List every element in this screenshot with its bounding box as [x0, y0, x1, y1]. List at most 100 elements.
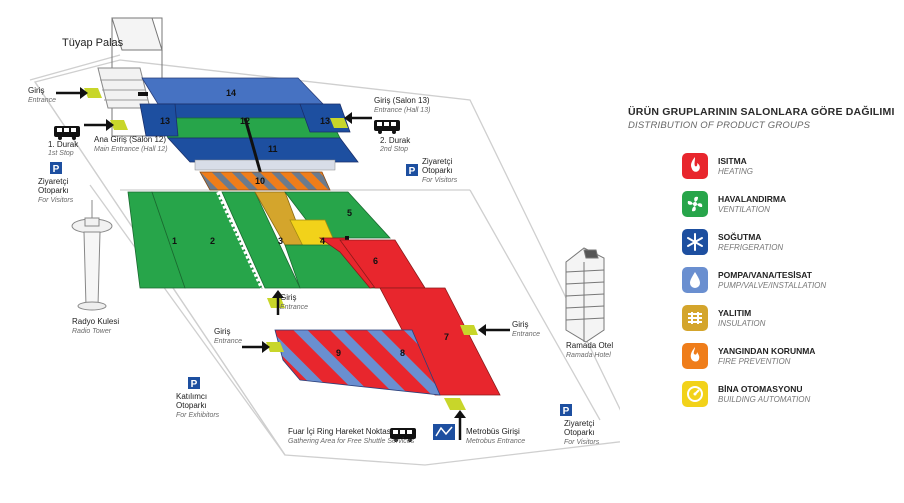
svg-text:For Visitors: For Visitors [422, 177, 458, 184]
shuttle-label: Fuar İçi Ring Hareket Noktası [288, 427, 393, 436]
visitor-parking-label-north: Ziyaretçi [422, 157, 452, 166]
legend-item-label: YANGINDAN KORUNMA [718, 346, 816, 356]
legend-item-sublabel: PUMP/VALVE/INSTALLATION [718, 281, 827, 290]
hall-label-5: 5 [347, 208, 352, 218]
entrance-arrows [56, 87, 510, 440]
svg-text:Metrobus Entrance: Metrobus Entrance [466, 438, 525, 445]
svg-text:Otoparkı: Otoparkı [422, 166, 453, 175]
svg-text:For Visitors: For Visitors [564, 439, 600, 446]
legend-item-label: POMPA/VANA/TESİSAT [718, 270, 812, 280]
ramada-hotel-building [565, 247, 605, 343]
tuyap-palas-label: Tüyap Palas [62, 37, 124, 49]
fire-icon [682, 343, 708, 369]
svg-text:Entrance: Entrance [512, 331, 540, 338]
parking-icon: P [188, 377, 200, 390]
entrance-markers [84, 88, 478, 410]
automation-icon [682, 381, 708, 407]
svg-text:P: P [53, 164, 60, 175]
svg-text:Entrance: Entrance [28, 97, 56, 104]
flame-icon [682, 153, 708, 179]
svg-text:Otoparkı: Otoparkı [38, 186, 69, 195]
legend-item-sublabel: VENTILATION [718, 205, 770, 214]
legend-item-label: BİNA OTOMASYONU [718, 384, 803, 394]
parking-icon: P [560, 404, 572, 417]
entrance-label-south: Giriş [214, 327, 230, 336]
insulation-icon [682, 305, 708, 331]
svg-text:Entrance (Hall 13): Entrance (Hall 13) [374, 107, 430, 114]
metrobus-icon [433, 424, 455, 440]
bus-icon [390, 428, 416, 442]
stop1-label: 1. Durak [48, 140, 79, 149]
metrobus-label: Metrobüs Girişi [466, 427, 520, 436]
hall-label-13a: 13 [160, 116, 170, 126]
entrance-label-east: Giriş [512, 320, 528, 329]
svg-text:Entrance: Entrance [280, 304, 308, 311]
hall-label-14: 14 [226, 88, 236, 98]
legend-item-label: SOĞUTMA [718, 232, 762, 242]
legend-item-sublabel: HEATING [718, 167, 753, 176]
legend-item-sublabel: FIRE PREVENTION [718, 357, 791, 366]
water-drop-icon [682, 267, 708, 293]
legend-item-sublabel: BUILDING AUTOMATION [718, 395, 811, 404]
ramada-label: Ramada Otel [566, 341, 613, 350]
svg-text:Otoparkı: Otoparkı [176, 401, 207, 410]
svg-text:Radio Tower: Radio Tower [72, 328, 112, 335]
hall-label-7: 7 [444, 332, 449, 342]
visitor-parking-label-south: Ziyaretçi [564, 419, 594, 428]
fan-icon [682, 191, 708, 217]
entrance-label-center: Giriş [280, 293, 296, 302]
hall-group-north [138, 77, 359, 179]
hall-label-3: 3 [278, 236, 283, 246]
tuyap-palas-building [97, 17, 163, 137]
legend: ÜRÜN GRUPLARININ SALONLARA GÖRE DAĞILIMI… [628, 106, 898, 407]
svg-text:P: P [409, 166, 416, 177]
hall-8-9 [274, 329, 441, 396]
snowflake-icon [682, 229, 708, 255]
hall-label-8: 8 [400, 348, 405, 358]
bus-icon [374, 120, 400, 134]
entrance-label-west: Giriş [28, 86, 44, 95]
hall-label-9: 9 [336, 348, 341, 358]
svg-text:Main Entrance (Hall 12): Main Entrance (Hall 12) [94, 146, 168, 153]
stop2-label: 2. Durak [380, 136, 411, 145]
legend-title: ÜRÜN GRUPLARININ SALONLARA GÖRE DAĞILIMI [628, 106, 895, 118]
hall-label-1: 1 [172, 236, 177, 246]
radio-tower [71, 200, 113, 311]
hall-11 [167, 137, 359, 163]
svg-text:Otoparkı: Otoparkı [564, 428, 595, 437]
radio-tower-label: Radyo Kulesi [72, 317, 119, 326]
parking-icon: P [50, 162, 62, 175]
parking-icon: P [406, 164, 418, 177]
legend-item-label: YALITIM [718, 308, 752, 318]
bus-icon [54, 126, 80, 140]
legend-item-sublabel: INSULATION [718, 319, 766, 328]
legend-item-sublabel: REFRIGERATION [718, 243, 784, 252]
legend-item-label: HAVALANDIRMA [718, 194, 787, 204]
svg-text:1st Stop: 1st Stop [48, 150, 74, 157]
legend-item-label: ISITMA [718, 156, 747, 166]
exhibitor-parking-label: Katılımcı [176, 392, 207, 401]
svg-text:P: P [563, 406, 570, 417]
hall-label-6: 6 [373, 256, 378, 266]
legend-subtitle: DISTRIBUTION OF PRODUCT GROUPS [628, 120, 811, 131]
hall-label-4: 4 [320, 236, 325, 246]
fairground-map: Tüyap Palas 14 13 12 13 11 10 [28, 17, 620, 466]
hall-numbers: 14 13 12 13 11 10 1 2 3 4 5 6 7 8 9 [160, 88, 449, 358]
svg-text:For Exhibitors: For Exhibitors [176, 412, 220, 419]
svg-text:Entrance: Entrance [214, 338, 242, 345]
hall-label-2: 2 [210, 236, 215, 246]
hall-13-annex [139, 103, 179, 137]
svg-text:Ramada Hotel: Ramada Hotel [566, 352, 611, 359]
main-entrance-label: Ana Giriş (Salon 12) [94, 135, 166, 144]
hall-label-11: 11 [268, 144, 278, 154]
hall-label-10: 10 [255, 176, 265, 186]
hall-10 [199, 171, 331, 191]
map-labels: Giriş Entrance 1. Durak 1st Stop Ana Gir… [28, 86, 613, 446]
